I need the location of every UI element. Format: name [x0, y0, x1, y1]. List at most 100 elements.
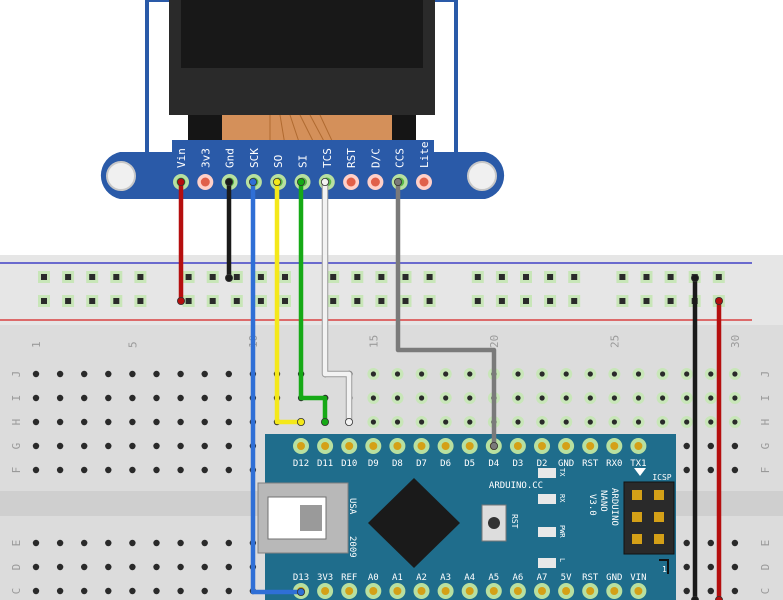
breadboard-hole	[683, 442, 690, 450]
wires	[178, 178, 722, 600]
breadboard-hole	[683, 563, 690, 571]
display-pin-label: SI	[297, 155, 310, 168]
wire-end	[393, 177, 402, 186]
rail-hole	[402, 298, 409, 304]
breadboard-hole-core	[611, 419, 618, 425]
breadboard-hole	[32, 587, 40, 595]
breadboard-hole	[105, 466, 112, 474]
nano-pin-label: A7	[537, 573, 548, 583]
wire-end	[489, 441, 498, 450]
display-pin-label: Gnd	[224, 148, 237, 168]
breadboard-hole-core	[684, 371, 690, 377]
breadboard-hole	[177, 587, 184, 595]
led-label-tx: TX	[558, 468, 566, 477]
rail-hole	[378, 298, 385, 304]
breadboard-hole	[129, 418, 136, 426]
breadboard-hole	[153, 442, 160, 450]
display-pin-label: CCS	[394, 148, 407, 168]
breadboard-hole-core	[370, 371, 376, 377]
breadboard-hole	[129, 442, 136, 450]
display-pin-label: Vin	[175, 148, 188, 168]
breadboard-hole	[32, 394, 40, 402]
rail-hole	[65, 298, 72, 304]
icsp-corner-mark	[659, 559, 669, 574]
nano-pin-tx1	[634, 442, 643, 450]
nano-pin-d3	[513, 442, 522, 450]
breadboard-hole-core	[563, 395, 569, 401]
rail-hole	[282, 298, 288, 304]
breadboard-hole	[81, 539, 88, 547]
nano-pin-label: D7	[416, 459, 427, 469]
breadboard-hole-core	[467, 419, 473, 425]
rail-hole	[523, 298, 529, 304]
nano-pin-label: GND	[606, 573, 622, 583]
row-letter: J	[10, 371, 23, 378]
column-number: 5	[126, 341, 139, 348]
nano-pin-a5	[489, 587, 498, 595]
row-letter: J	[759, 371, 772, 378]
breadboard-hole-core	[708, 395, 714, 401]
wire-end	[320, 177, 329, 186]
breadboard-hole-core	[684, 419, 690, 425]
nano-pin-label: A2	[416, 573, 427, 583]
nano-pin-label: RST	[582, 573, 599, 583]
breadboard-hole-core	[443, 395, 449, 401]
rail-hole	[185, 298, 192, 304]
breadboard-hole-core	[370, 419, 376, 425]
rail-hole	[330, 274, 337, 280]
rail-holes	[38, 271, 725, 307]
wire-end	[344, 417, 353, 426]
breadboard-hole	[201, 466, 208, 474]
breadboard-hole	[56, 587, 64, 595]
breadboard-hole	[731, 466, 739, 474]
nano-pin-a7	[538, 587, 546, 595]
rail-hole	[378, 274, 385, 280]
led-label-rx: RX	[558, 494, 566, 503]
rail-hole	[257, 274, 264, 280]
breadboard-hole-core	[539, 419, 545, 425]
nano-pin-a3	[441, 587, 450, 595]
breadboard-hole-core	[467, 371, 473, 377]
breadboard-hole-core	[660, 395, 666, 401]
breadboard-hole	[105, 394, 112, 402]
nano-pin-a0	[369, 587, 378, 595]
row-letter: D	[10, 564, 23, 571]
rail-hole	[282, 274, 288, 280]
wire-end	[715, 596, 723, 600]
nano-pin-d6	[441, 442, 450, 450]
wire-endpoints	[176, 177, 724, 600]
usb-port-tongue	[300, 505, 322, 531]
display-screen	[181, 0, 423, 68]
breadboard-hole	[201, 394, 208, 402]
rail-hole	[667, 274, 674, 280]
breadboard-hole	[201, 442, 208, 450]
display-pin-label: TCS	[321, 148, 334, 168]
breadboard-hole	[225, 466, 232, 474]
breadboard-hole	[56, 563, 64, 571]
breadboard-hole	[105, 370, 112, 378]
rail-hole	[547, 274, 554, 280]
wire-end	[691, 596, 699, 600]
breadboard-hole-core	[684, 395, 690, 401]
nano-pin-d11	[321, 442, 330, 450]
nano-pin-label: D4	[488, 459, 499, 469]
breadboard-hole-core	[443, 371, 449, 377]
nano-pin-label: REF	[341, 573, 357, 583]
breadboard-hole-core	[611, 395, 618, 401]
rail-hole	[65, 274, 72, 280]
icsp-arrow	[634, 468, 646, 476]
breadboard-hole-core	[419, 371, 425, 377]
breadboard-hole-core	[708, 419, 714, 425]
model-line-2: NANO	[598, 490, 608, 512]
breadboard-hole	[683, 587, 690, 595]
breadboard-hole	[129, 370, 136, 378]
rail-hole	[257, 298, 264, 304]
breadboard-hole	[153, 563, 160, 571]
breadboard-hole	[153, 587, 160, 595]
breadboard-hole	[177, 563, 184, 571]
nano-pin-d10	[345, 442, 354, 450]
nano-pin-d2	[538, 442, 546, 450]
